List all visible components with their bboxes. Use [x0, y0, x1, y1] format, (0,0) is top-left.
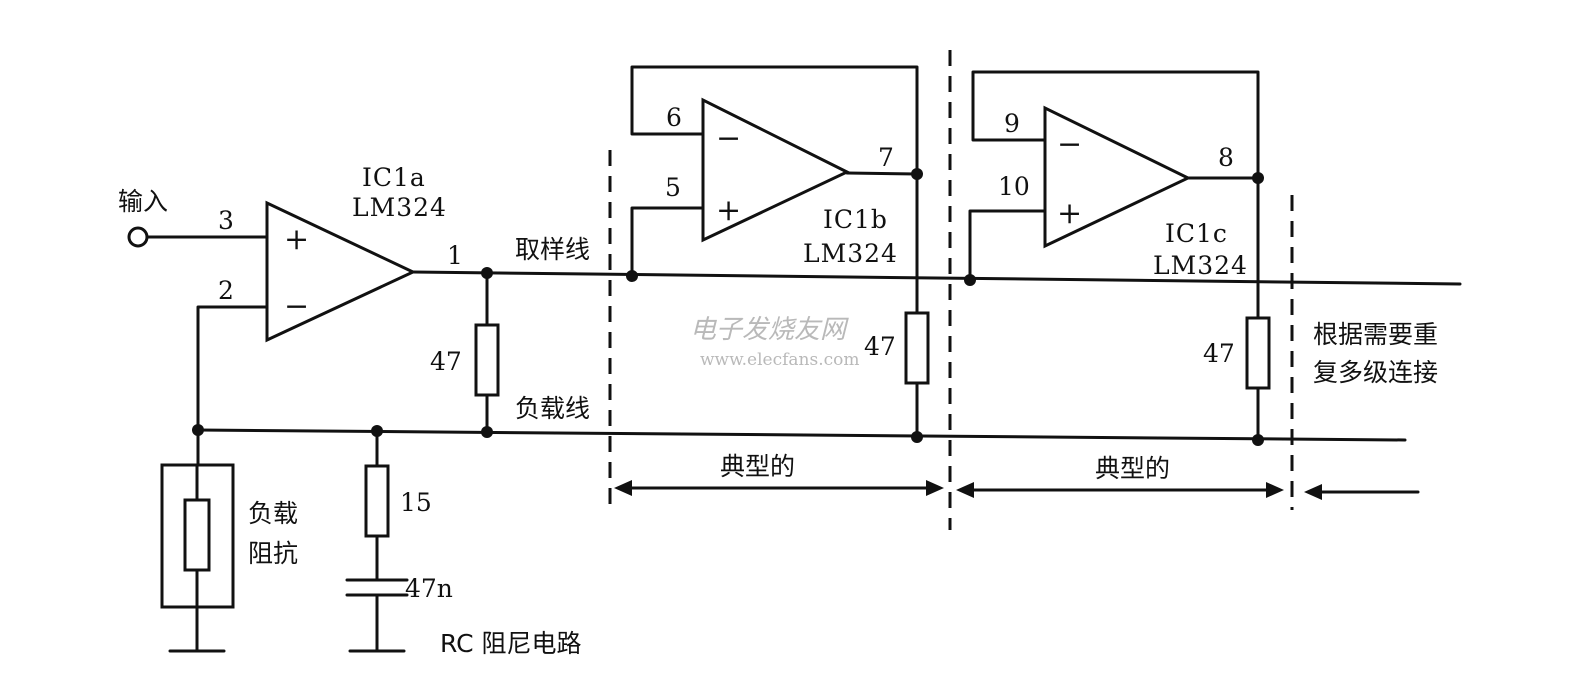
capacitor-value: 47n: [405, 574, 453, 603]
ic1b-pin6-label: 6: [666, 103, 682, 132]
ic1b-name: IC1b: [823, 205, 888, 234]
watermark-url: www.elecfans.com: [700, 350, 860, 370]
ic1b-part: LM324: [803, 239, 898, 268]
ic1c-feedback-wire: [971, 70, 1260, 180]
ic1c-part: LM324: [1153, 251, 1248, 280]
stage-separators: [608, 50, 1294, 530]
rc-snubber-label: RC 阻尼电路: [440, 629, 582, 658]
input-label: 输入: [118, 187, 168, 216]
load-line: [196, 428, 1407, 442]
ic1c-minus-sign: −: [1057, 127, 1082, 162]
ic1a-name: IC1a: [362, 163, 426, 192]
ic1a-pin1-label: 1: [447, 241, 463, 270]
repeat-note-line-2: 复多级连接: [1313, 358, 1438, 387]
typical-arrow-2: [956, 482, 1284, 498]
ic1c-input-wire: [968, 209, 1047, 282]
ic1a-feedback-wire: [196, 305, 269, 432]
resistor-r3: [1245, 176, 1271, 442]
ic1b-feedback-wire: [630, 65, 919, 176]
opamp-ic1a: [265, 200, 417, 343]
resistor-r2-value: 47: [864, 332, 896, 361]
sampling-line-label: 取样线: [515, 235, 590, 264]
sampling-line: [411, 270, 1462, 286]
ic1a-pin2-label: 2: [218, 276, 234, 305]
ic1b-pin7-label: 7: [878, 143, 894, 172]
repeat-note-line-1: 根据需要重: [1313, 320, 1438, 349]
junction-dots: [192, 168, 1264, 446]
typical-label-1: 典型的: [720, 452, 795, 481]
rc-snubber: [345, 429, 409, 653]
resistor-r3-value: 47: [1203, 339, 1235, 368]
ic1c-pin8-label: 8: [1218, 143, 1234, 172]
load-impedance-label-1: 负载: [248, 499, 298, 528]
input-terminal: [127, 226, 269, 248]
resistor-r2: [904, 172, 930, 439]
load-impedance-label-2: 阻抗: [248, 539, 298, 568]
continuation-arrow: [1304, 484, 1420, 500]
opamp-ic1c: [1043, 105, 1192, 249]
resistor-r1-value: 47: [430, 347, 462, 376]
ic1b-plus-sign: +: [716, 193, 741, 228]
ic1a-minus-sign: −: [284, 289, 309, 324]
load-impedance: [160, 428, 235, 653]
load-line-label: 负载线: [515, 394, 590, 423]
ic1b-input-wire: [630, 206, 705, 278]
ic1c-pin10-label: 10: [998, 172, 1030, 201]
ic1a-part: LM324: [352, 193, 447, 222]
ic1c-pin9-label: 9: [1004, 109, 1020, 138]
opamp-ic1b: [701, 97, 851, 243]
ic1c-name: IC1c: [1165, 219, 1228, 248]
resistor-r1: [474, 271, 500, 434]
ic1b-pin5-label: 5: [665, 173, 681, 202]
ic1a-pin3-label: 3: [218, 206, 234, 235]
resistor-damping-value: 15: [400, 488, 432, 517]
watermark-cn: 电子发烧友网: [690, 315, 849, 345]
typical-label-2: 典型的: [1095, 454, 1170, 483]
ic1c-plus-sign: +: [1057, 196, 1082, 231]
ic1b-minus-sign: −: [716, 121, 741, 156]
typical-arrow-1: [614, 480, 944, 496]
ic1a-plus-sign: +: [284, 222, 309, 257]
